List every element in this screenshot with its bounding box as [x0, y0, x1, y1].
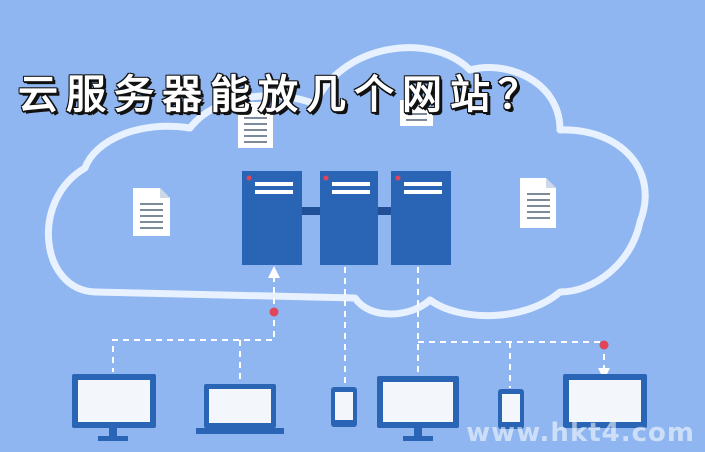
monitor-icon — [72, 374, 156, 441]
server-icon — [320, 171, 378, 265]
document-icon — [400, 100, 433, 126]
server-icon — [242, 171, 302, 265]
network-connectors — [112, 267, 605, 388]
laptop-icon — [196, 384, 284, 434]
cloud-outline — [44, 44, 649, 320]
headline-title: 云服务器能放几个网站？ — [18, 72, 546, 118]
connection-dot — [599, 340, 609, 350]
watermark: www.hkt4.com — [466, 418, 695, 448]
phone-icon — [498, 389, 524, 429]
connection-dot — [269, 307, 279, 317]
arrow-up-icon — [268, 266, 280, 278]
server-icon — [391, 171, 451, 265]
monitor-icon — [563, 374, 647, 428]
monitor-icon — [377, 376, 459, 441]
document-icon — [520, 178, 556, 228]
phone-icon — [331, 387, 357, 427]
server-link — [377, 207, 393, 215]
document-icon — [238, 102, 273, 148]
server-link — [300, 207, 322, 215]
document-icon — [133, 188, 170, 236]
